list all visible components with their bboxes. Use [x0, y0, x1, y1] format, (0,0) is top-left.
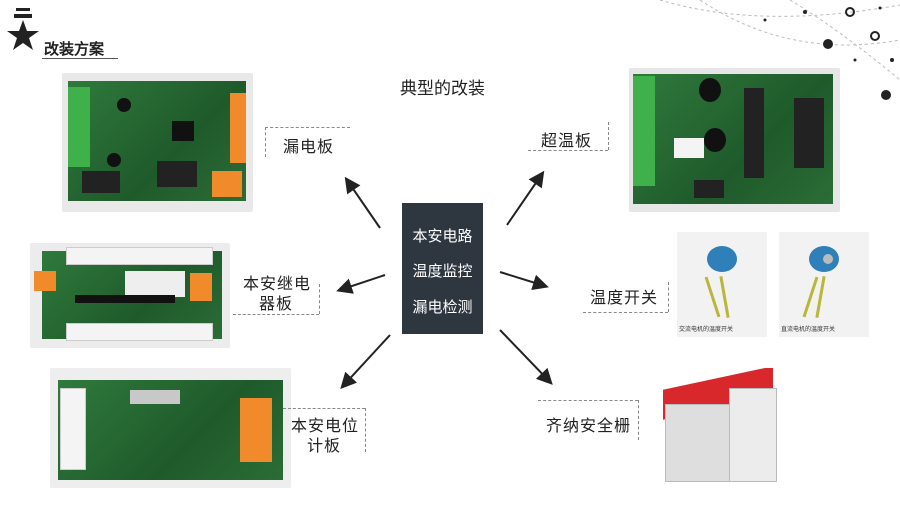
- potentiometer-board-photo: [50, 368, 291, 488]
- center-box: 本安电路 温度监控 漏电检测: [402, 203, 483, 334]
- slide-heading: 典型的改装: [400, 79, 485, 99]
- center-item-leakage: 漏电检测: [412, 298, 473, 316]
- center-item-temperature: 温度监控: [412, 262, 473, 280]
- temp-switch-caption-dc: 直流电机的温度开关: [781, 326, 836, 333]
- potentiometer-board-label-line2: 计板: [307, 436, 342, 455]
- overtemp-board-photo: [629, 68, 840, 212]
- relay-board-photo: [30, 243, 230, 348]
- zener-barrier-photo: [655, 368, 782, 488]
- leakage-board-label: 漏电板: [283, 137, 335, 156]
- decorative-dots-icon: [640, 0, 900, 110]
- header-title: 改装方案: [44, 40, 105, 58]
- center-item-circuit: 本安电路: [412, 227, 473, 245]
- temp-switch-photo-dc: 直流电机的温度开关: [779, 232, 869, 337]
- potentiometer-board-label-line1: 本安电位: [291, 416, 360, 435]
- temp-switch-label: 温度开关: [590, 288, 659, 307]
- leakage-board-photo: [62, 73, 253, 212]
- star-icon: [6, 6, 40, 54]
- temp-switch-caption-ac: 交流电机的温度开关: [679, 326, 734, 333]
- relay-board-label-line1: 本安继电: [243, 274, 312, 293]
- relay-board-label-line2: 器板: [259, 294, 294, 313]
- zener-barrier-label: 齐纳安全栅: [546, 416, 632, 435]
- overtemp-board-label: 超温板: [541, 131, 593, 150]
- temp-switch-photo-ac: 交流电机的温度开关: [677, 232, 767, 337]
- header-underline: [42, 58, 118, 59]
- leakage-label-frame: [265, 127, 350, 128]
